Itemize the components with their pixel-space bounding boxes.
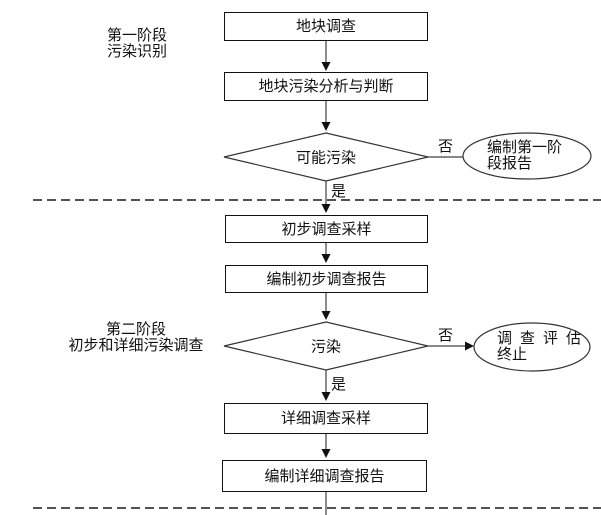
terminal1-label: 编制第一阶 段报告 <box>487 140 562 172</box>
stage1-label-line2: 污染识别 <box>107 43 168 60</box>
terminal2-ellipse <box>473 322 591 372</box>
node-site-survey: 地块调查 <box>224 12 428 41</box>
terminal1-ellipse <box>462 132 592 180</box>
decision1-diamond <box>223 132 429 182</box>
terminal1-label-line1: 编制第一阶 <box>487 139 563 156</box>
terminal2-label-line1: 调查评估 <box>497 330 590 347</box>
terminal2-label-line2: 终止 <box>497 346 528 363</box>
decision2-diamond <box>223 321 429 371</box>
node-site-survey-label: 地块调查 <box>295 18 356 35</box>
node-pollution-analysis-label: 地块污染分析与判断 <box>258 78 394 95</box>
node-preliminary-report: 编制初步调查报告 <box>225 265 428 293</box>
arrow-down-icon <box>321 311 331 320</box>
arrow-down-icon <box>321 254 331 263</box>
arrow-down-icon <box>321 204 331 213</box>
connector-box5-box6 <box>321 434 331 458</box>
node-preliminary-sampling-label: 初步调查采样 <box>281 220 372 238</box>
connector-decision1-box3 <box>321 181 331 213</box>
terminal2-label: 调查评估 终止 <box>497 331 589 363</box>
terminal1-label-line2: 段报告 <box>487 155 533 172</box>
node-detailed-sampling: 详细调查采样 <box>224 403 428 434</box>
node-preliminary-sampling: 初步调查采样 <box>225 215 428 243</box>
stage1-label: 第一阶段 污染识别 <box>107 28 167 60</box>
branch-no1-label: 否 <box>438 138 454 155</box>
node-detailed-report-label: 编制详细调查报告 <box>264 467 385 485</box>
node-detailed-report: 编制详细调查报告 <box>222 460 427 492</box>
decision1-label: 可能污染 <box>295 149 357 167</box>
stage1-label-line1: 第一阶段 <box>107 27 168 44</box>
arrow-down-icon <box>321 62 331 71</box>
connector-box4-decision2 <box>321 293 331 320</box>
arrow-down-icon <box>321 122 331 131</box>
decision2-label: 污染 <box>310 338 342 356</box>
connector-decision2-terminal2 <box>428 341 474 351</box>
arrow-right-icon <box>465 341 474 351</box>
branch-yes2-label: 是 <box>331 376 347 393</box>
arrow-down-icon <box>321 392 331 401</box>
branch-yes1-label: 是 <box>331 183 347 200</box>
stage2-label-line2: 初步和详细污染调查 <box>68 337 204 354</box>
connector-box3-box4 <box>321 243 331 263</box>
stage2-label: 第二阶段 初步和详细污染调查 <box>68 322 204 354</box>
connector-box1-box2 <box>321 41 331 71</box>
stage2-label-line1: 第二阶段 <box>105 321 166 338</box>
branch-no2-label: 否 <box>438 327 454 344</box>
node-detailed-sampling-label: 详细调查采样 <box>280 410 371 427</box>
connector-box2-decision1 <box>321 101 331 131</box>
connector-decision2-box5 <box>321 370 331 401</box>
arrow-down-icon <box>321 449 331 458</box>
node-pollution-analysis: 地块污染分析与判断 <box>224 72 428 101</box>
node-preliminary-report-label: 编制初步调查报告 <box>266 270 387 288</box>
